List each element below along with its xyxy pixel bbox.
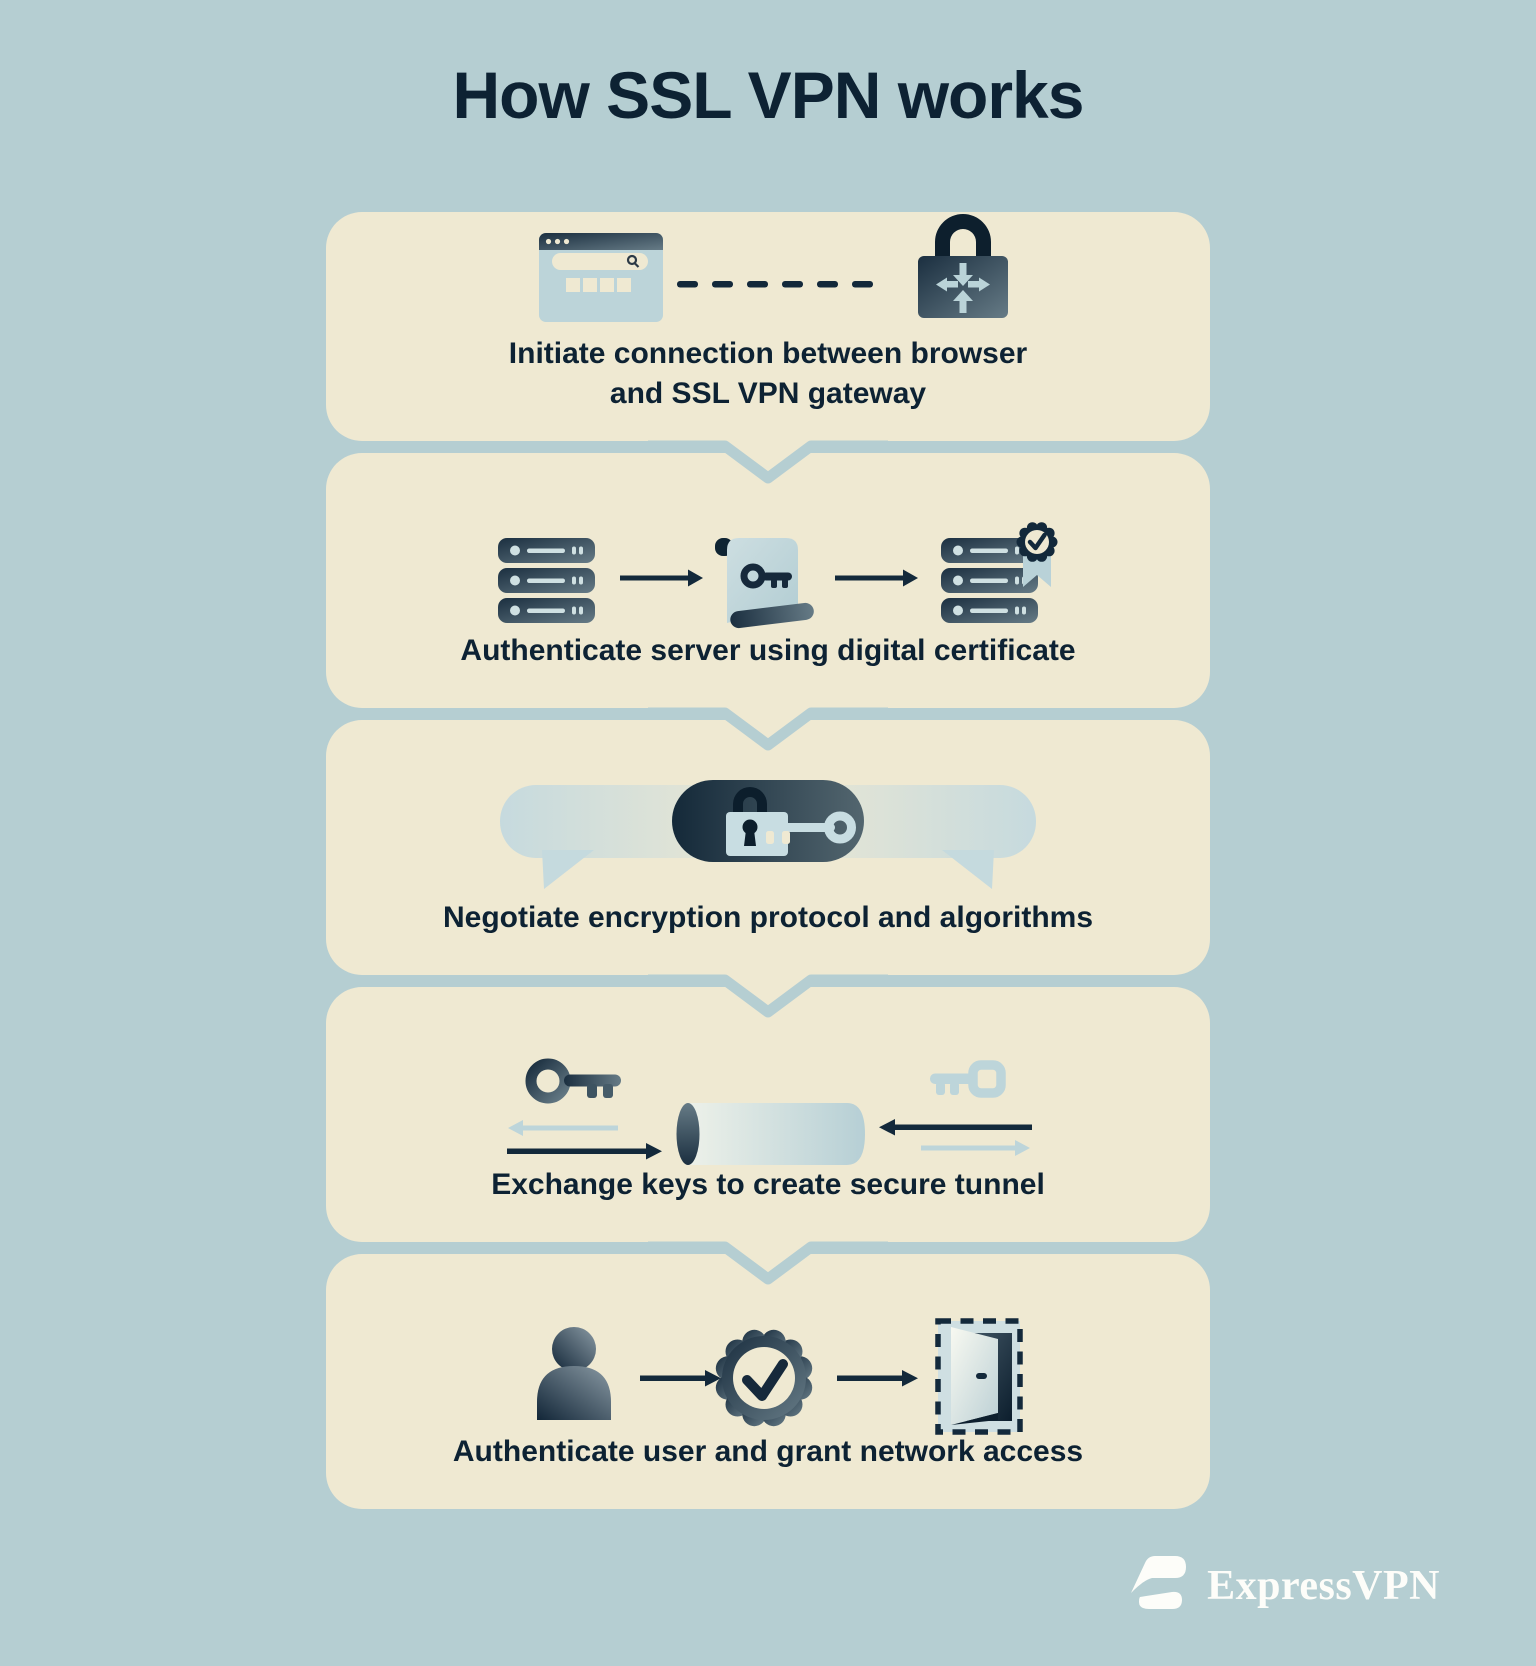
step-card-3: Negotiate encryption protocol and algori… <box>326 720 1210 1018</box>
light-arrow-left-icon <box>508 1120 618 1136</box>
step-4-illustration <box>507 1058 1032 1165</box>
steps-stack: Initiate connection between browser and … <box>326 212 1210 1521</box>
verified-badge-icon <box>715 1329 813 1427</box>
light-arrow-right-icon <box>921 1140 1030 1156</box>
open-door-icon <box>935 1318 1023 1435</box>
search-icon <box>626 254 640 268</box>
secure-tunnel-icon <box>676 1103 865 1165</box>
certified-server-stack-icon <box>941 522 1058 623</box>
step-caption-2: Authenticate server using digital certif… <box>460 634 1076 667</box>
browser-window-icon <box>539 233 663 322</box>
page-title: How SSL VPN works <box>452 58 1085 132</box>
step-5-illustration <box>537 1318 1023 1435</box>
dark-arrow-left-icon <box>879 1119 1032 1136</box>
step-caption-1-line-2: and SSL VPN gateway <box>609 377 927 410</box>
certificate-scroll-key-icon <box>715 538 814 629</box>
arrow-right-icon <box>640 1370 721 1387</box>
lock-and-key-pill-icon <box>672 780 864 862</box>
arrow-right-icon <box>835 569 918 587</box>
expressvpn-logo-icon <box>1131 1556 1187 1609</box>
gateway-padlock-icon <box>918 214 1008 318</box>
arrow-right-icon <box>837 1370 918 1387</box>
step-caption-4: Exchange keys to create secure tunnel <box>491 1168 1045 1201</box>
certificate-badge-icon <box>1016 522 1058 587</box>
step-3-illustration <box>500 780 1036 889</box>
light-key-icon <box>930 1060 1006 1098</box>
user-icon <box>537 1327 611 1420</box>
step-caption-3: Negotiate encryption protocol and algori… <box>442 901 1094 934</box>
brand-footer: ExpressVPN <box>1125 1552 1440 1620</box>
step-card-5: Authenticate user and grant network acce… <box>326 1254 1210 1509</box>
server-stack-icon <box>498 538 595 623</box>
step-1-illustration <box>539 214 1008 322</box>
step-2-illustration <box>498 522 1058 629</box>
step-card-1: Initiate connection between browser and … <box>326 212 1210 484</box>
dark-key-icon <box>525 1058 621 1104</box>
step-caption-1: Initiate connection between browser and … <box>326 334 1210 414</box>
step-caption-5: Authenticate user and grant network acce… <box>452 1435 1084 1468</box>
arrow-right-icon <box>620 569 703 587</box>
step-caption-1-line-1: Initiate connection between browser <box>508 337 1028 370</box>
key-glyph-icon <box>740 563 792 589</box>
brand-wordmark: ExpressVPN <box>1207 1563 1440 1609</box>
step-card-4: Exchange keys to create secure tunnel <box>326 987 1210 1285</box>
dark-arrow-right-icon <box>507 1143 662 1160</box>
step-card-2: Authenticate server using digital certif… <box>326 453 1210 751</box>
gateway-arrows-icon <box>936 263 990 313</box>
dashed-connection-line <box>677 281 873 288</box>
